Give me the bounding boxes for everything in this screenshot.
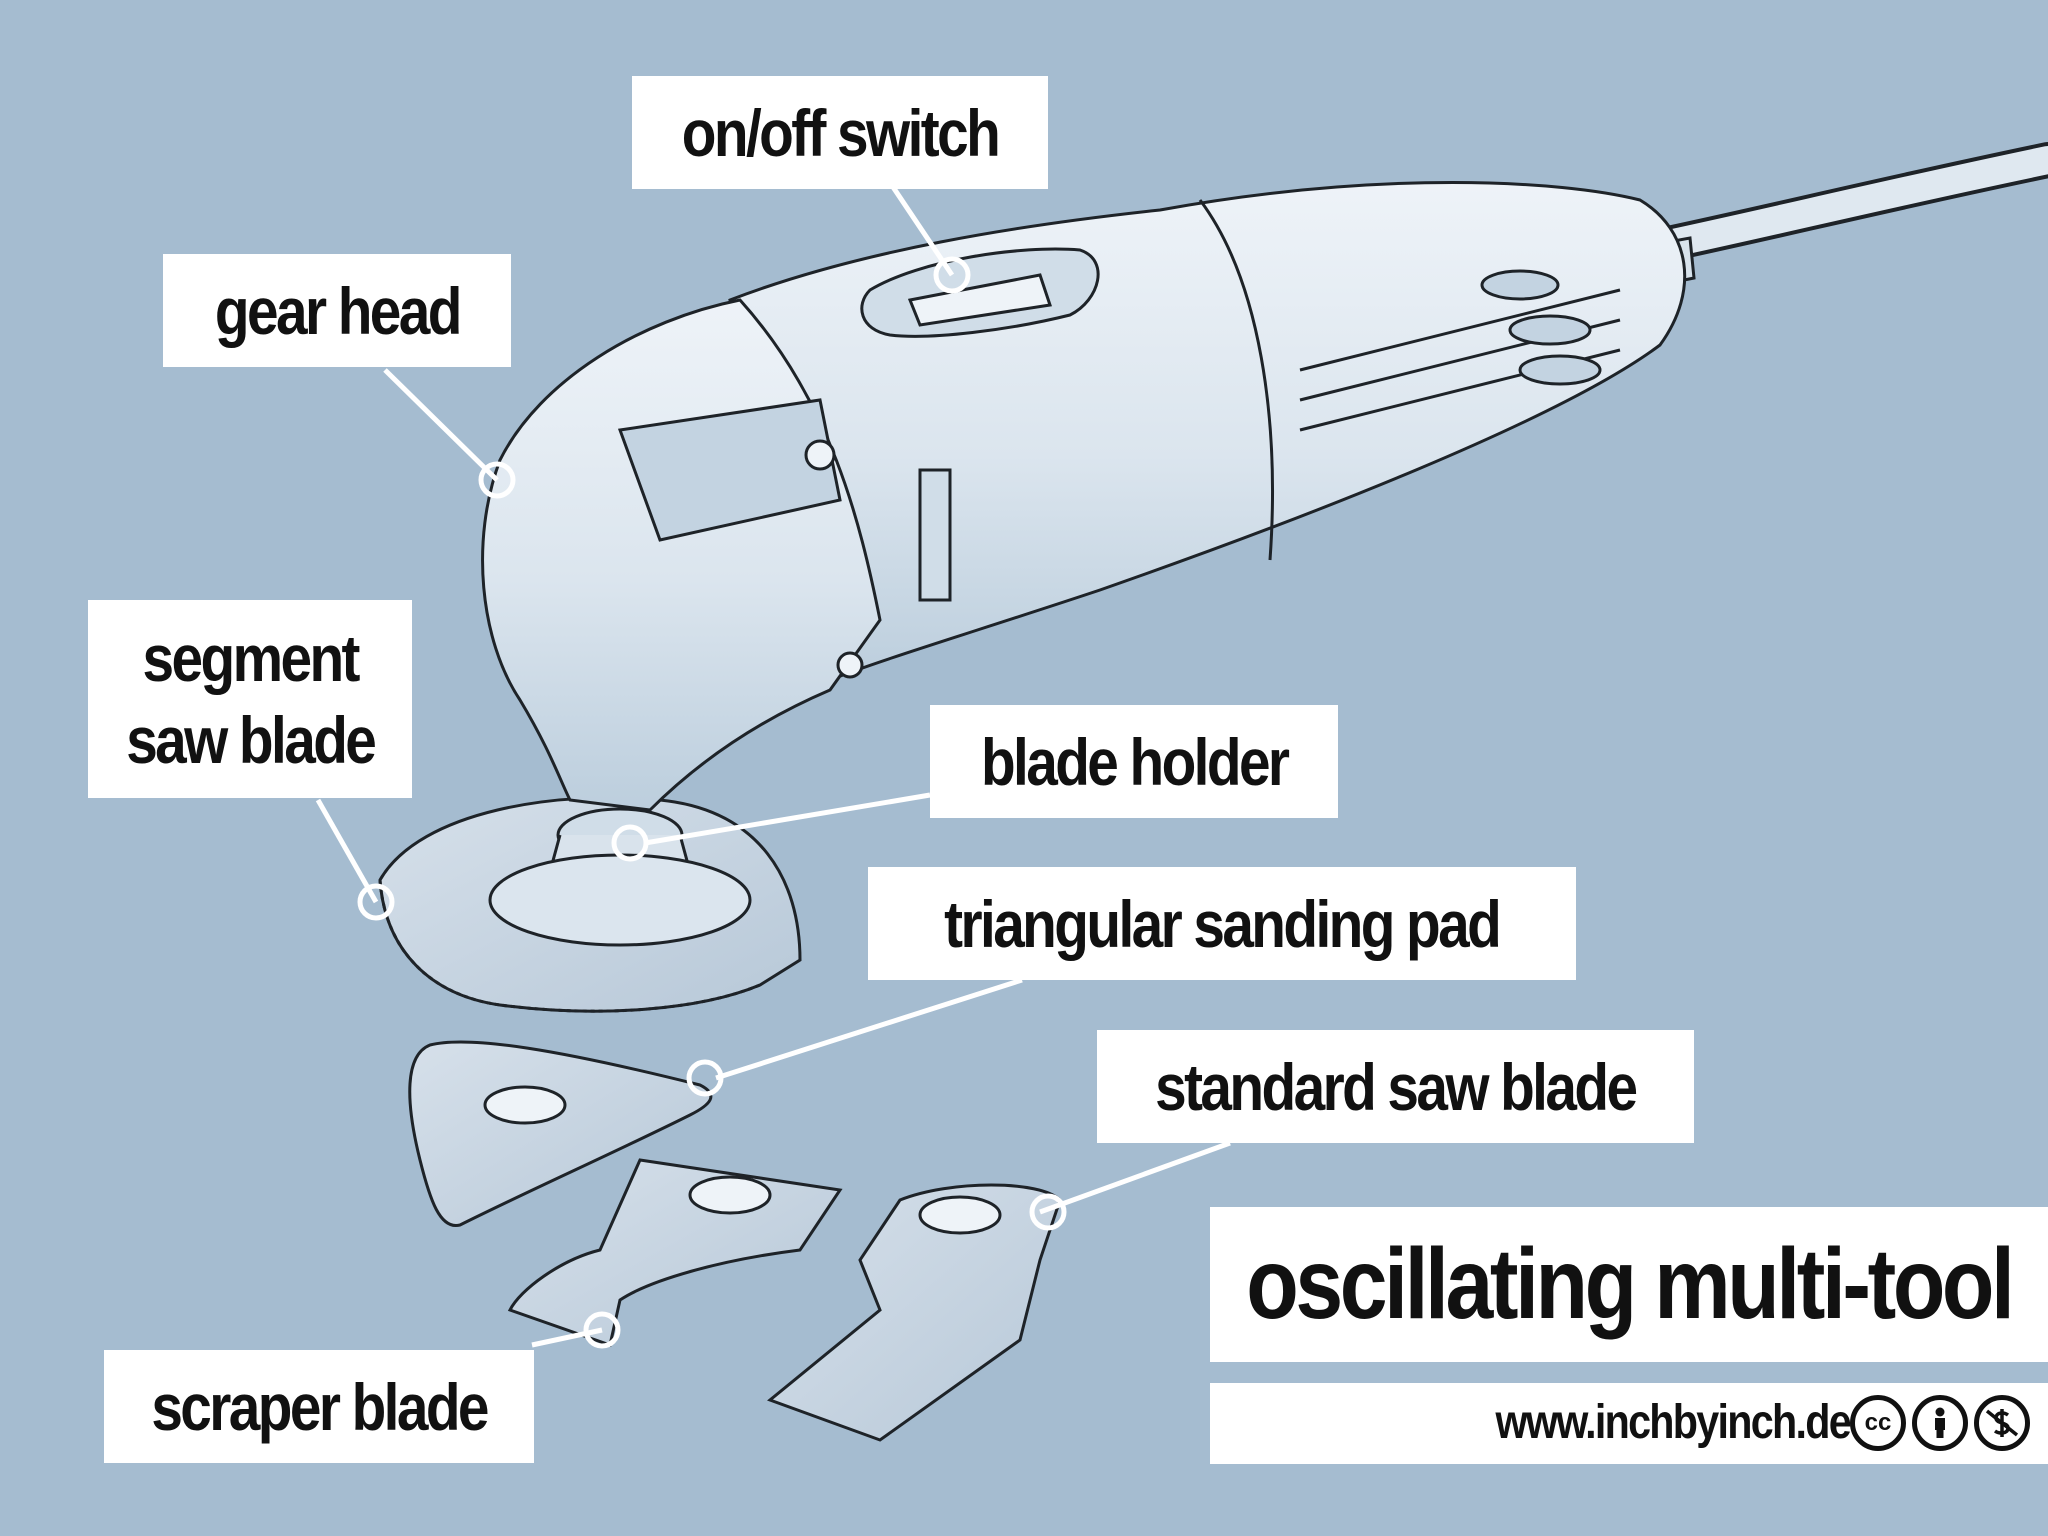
marker-gear-head bbox=[478, 461, 516, 499]
on-off-switch-text: on/off switch bbox=[681, 95, 1001, 170]
segment-saw-blade-line2: saw blade bbox=[125, 703, 377, 777]
website-url[interactable]: www.inchbyinch.de bbox=[1495, 1396, 1851, 1449]
marker-triangular-sanding-pad bbox=[686, 1059, 724, 1097]
scraper-blade-shape bbox=[507, 1158, 843, 1347]
page-title: oscillating multi-tool bbox=[1210, 1207, 2048, 1362]
cc-icon: cc bbox=[1850, 1395, 1906, 1451]
segment-saw-blade-line1: segment bbox=[142, 621, 360, 695]
footer-bar: www.inchbyinch.de cc bbox=[1210, 1383, 2048, 1464]
triangular-sanding-pad-label: triangular sanding pad bbox=[868, 867, 1576, 980]
on-off-switch-label: on/off switch bbox=[632, 76, 1048, 189]
standard-saw-blade-label: standard saw blade bbox=[1097, 1030, 1694, 1143]
cc-icon-text: cc bbox=[1864, 1409, 1892, 1436]
gear-head-label: gear head bbox=[163, 254, 511, 367]
marker-blade-holder bbox=[611, 824, 649, 862]
scraper-blade-label: scraper blade bbox=[104, 1350, 534, 1463]
standard-saw-blade-shape bbox=[767, 1183, 1062, 1442]
scraper-blade-text: scraper blade bbox=[151, 1369, 489, 1444]
noncommercial-dollar-glyph bbox=[1985, 1409, 2019, 1437]
blade-holder-label: blade holder bbox=[930, 705, 1338, 818]
gear-head-text: gear head bbox=[214, 273, 463, 348]
triangular-sanding-pad-text: triangular sanding pad bbox=[944, 886, 1502, 961]
leader-lines bbox=[315, 185, 1231, 1348]
blade-holder-text: blade holder bbox=[980, 724, 1290, 799]
attribution-person-glyph bbox=[1935, 1407, 1945, 1438]
standard-saw-blade-text: standard saw blade bbox=[1155, 1049, 1638, 1124]
leader-markers bbox=[357, 256, 1067, 1349]
noncommercial-icon bbox=[1974, 1395, 2030, 1451]
marker-scraper-blade bbox=[583, 1311, 621, 1349]
attribution-icon bbox=[1912, 1395, 1968, 1451]
marker-segment-saw-blade bbox=[357, 883, 395, 921]
title-text: oscillating multi-tool bbox=[1246, 1228, 2015, 1340]
triangular-sanding-pad-shape bbox=[408, 1040, 713, 1227]
marker-on-off-switch bbox=[933, 256, 971, 294]
segment-saw-blade-label: segment saw blade bbox=[88, 600, 412, 798]
marker-standard-saw-blade bbox=[1029, 1193, 1067, 1231]
